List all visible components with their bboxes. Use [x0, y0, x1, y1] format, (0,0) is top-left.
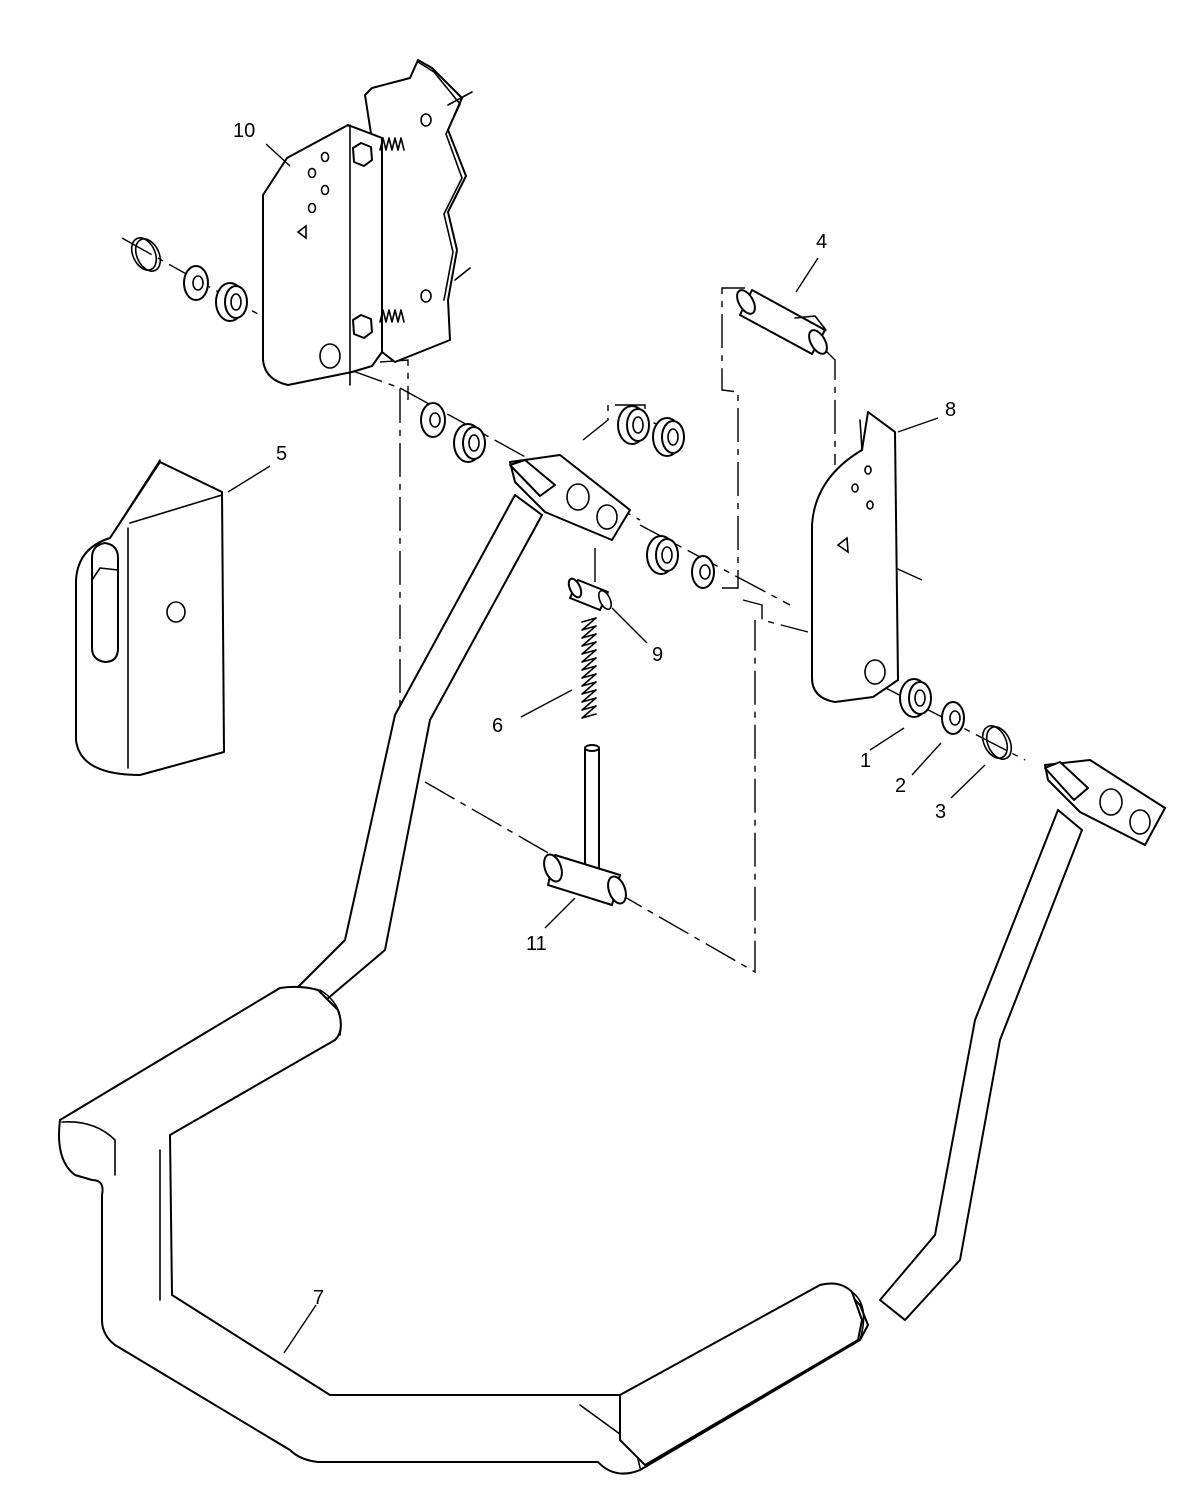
callout-4: 4 [816, 231, 827, 253]
callout-7: 7 [313, 1287, 324, 1309]
frame-plate [364, 59, 473, 363]
part-6-spring [581, 617, 597, 719]
callout-3: 3 [935, 801, 946, 823]
callout-2: 2 [895, 775, 906, 797]
callout-labels: 1 2 3 4 5 6 7 8 9 10 11 [233, 120, 956, 1309]
callout-10: 10 [233, 120, 255, 142]
right-pivot-hardware [899, 678, 1013, 760]
part-11-t-rod [543, 744, 627, 906]
callout-9: 9 [652, 644, 663, 666]
callout-5: 5 [276, 443, 287, 465]
callout-1: 1 [860, 750, 871, 772]
callout-11: 11 [526, 933, 547, 955]
part-10-left-bracket [262, 124, 383, 386]
callout-8: 8 [945, 399, 956, 421]
part-4-pin [736, 289, 828, 355]
part-8-right-bracket [811, 411, 899, 703]
bolt-springs [379, 137, 405, 323]
part-9-sleeve [567, 577, 612, 611]
part-5-cover-block [75, 459, 225, 776]
left-pivot-hardware [130, 237, 248, 322]
callout-6: 6 [492, 715, 503, 737]
center-pivot-hardware [420, 402, 715, 589]
part-7-pedal-frame [58, 454, 1166, 1475]
leader-lines [227, 143, 986, 1354]
